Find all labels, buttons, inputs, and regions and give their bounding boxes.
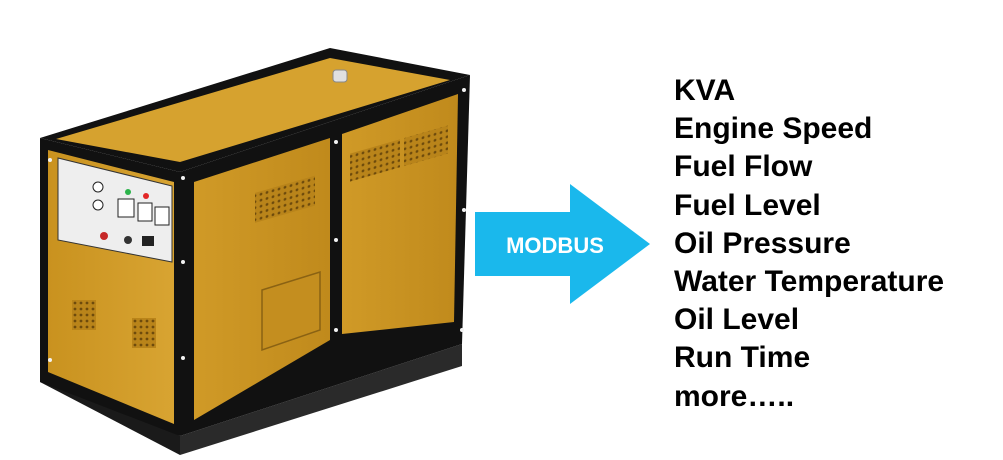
grille-icon: [350, 139, 400, 182]
arrow-label: MODBUS: [506, 233, 604, 258]
parameter-item: KVA: [674, 74, 736, 107]
gauge-icon: [92, 181, 104, 193]
meter-icon: [117, 198, 135, 218]
generator-top-surface: [56, 58, 450, 162]
parameter-item: Engine Speed: [674, 112, 873, 146]
rivets: [48, 88, 466, 362]
grille-icon: [72, 300, 96, 330]
control-panel: [57, 157, 173, 263]
modbus-arrow: MODBUS: [475, 184, 650, 304]
grille-icon: [132, 318, 156, 348]
grille-icon: [404, 125, 448, 167]
gauge-icon: [92, 199, 104, 211]
parameter-item: Oil Pressure: [674, 226, 851, 260]
indicator-light-icon: [125, 189, 131, 195]
parameter-list: KVA Engine Speed Fuel Flow Fuel Level Oi…: [674, 72, 944, 416]
parameter-item: Water Temperature: [674, 265, 945, 299]
arrow-right-icon: [475, 184, 650, 304]
switch-icon: [100, 232, 108, 240]
display-icon: [142, 236, 154, 246]
indicator-light-icon: [143, 193, 149, 199]
parameter-item: Fuel Flow: [674, 150, 813, 184]
diesel-generator-icon: [40, 48, 470, 455]
parameter-item: Fuel Level: [674, 188, 821, 222]
access-hatch: [261, 270, 321, 352]
parameter-item: Run Time: [674, 341, 811, 375]
exhaust-cap-icon: [332, 69, 348, 83]
meter-icon: [137, 202, 153, 222]
switch-icon: [124, 236, 132, 244]
parameter-item: more…..: [674, 379, 795, 413]
parameter-item: Oil Level: [674, 303, 800, 337]
grille-icon: [255, 175, 315, 223]
generator-skid-side: [180, 344, 462, 455]
meter-icon: [154, 206, 170, 226]
